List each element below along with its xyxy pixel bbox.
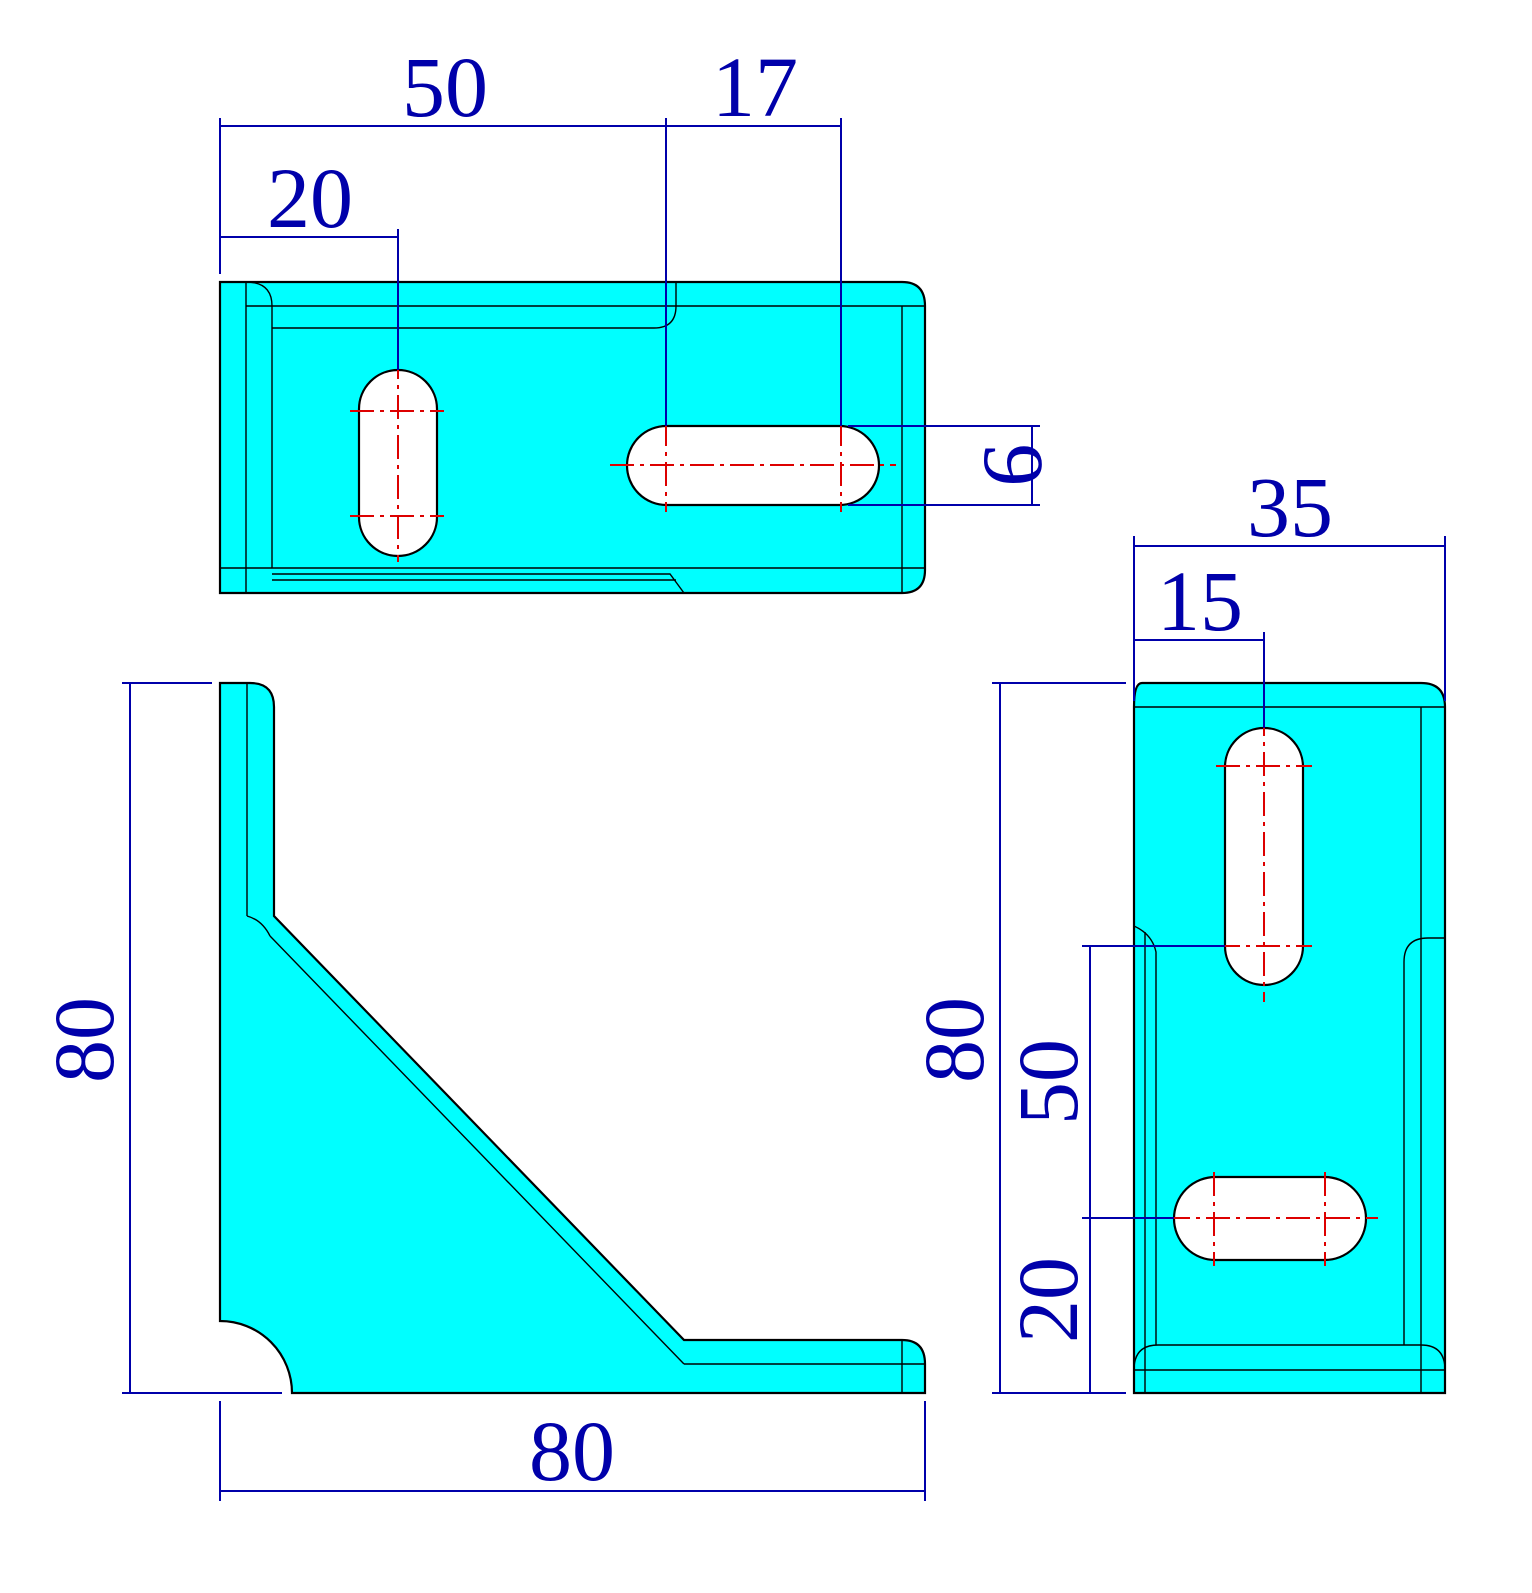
dim-side-width-35: 35	[1247, 459, 1333, 555]
dim-side-height-80: 80	[906, 997, 1002, 1083]
top-view: 50 17 20 9	[218, 39, 1062, 595]
dim-side-15: 15	[1157, 553, 1243, 649]
dim-front-width-80: 80	[529, 1403, 615, 1499]
dim-side-50: 50	[1000, 1039, 1096, 1125]
front-view-body	[218, 681, 927, 1395]
dim-top-50: 50	[402, 39, 488, 135]
dim-side-20: 20	[1000, 1257, 1096, 1343]
side-view-dimension-lines	[992, 536, 1446, 1394]
top-view-dimension-lines	[219, 118, 1040, 506]
dim-top-9: 9	[966, 444, 1062, 487]
front-view-dimension-lines	[122, 682, 926, 1501]
dim-top-20: 20	[267, 150, 353, 246]
dim-top-17: 17	[712, 39, 798, 135]
front-view: 80 80	[36, 681, 927, 1501]
dim-front-height-80: 80	[36, 997, 132, 1083]
side-view: 35 15 80 50 20	[906, 459, 1447, 1395]
